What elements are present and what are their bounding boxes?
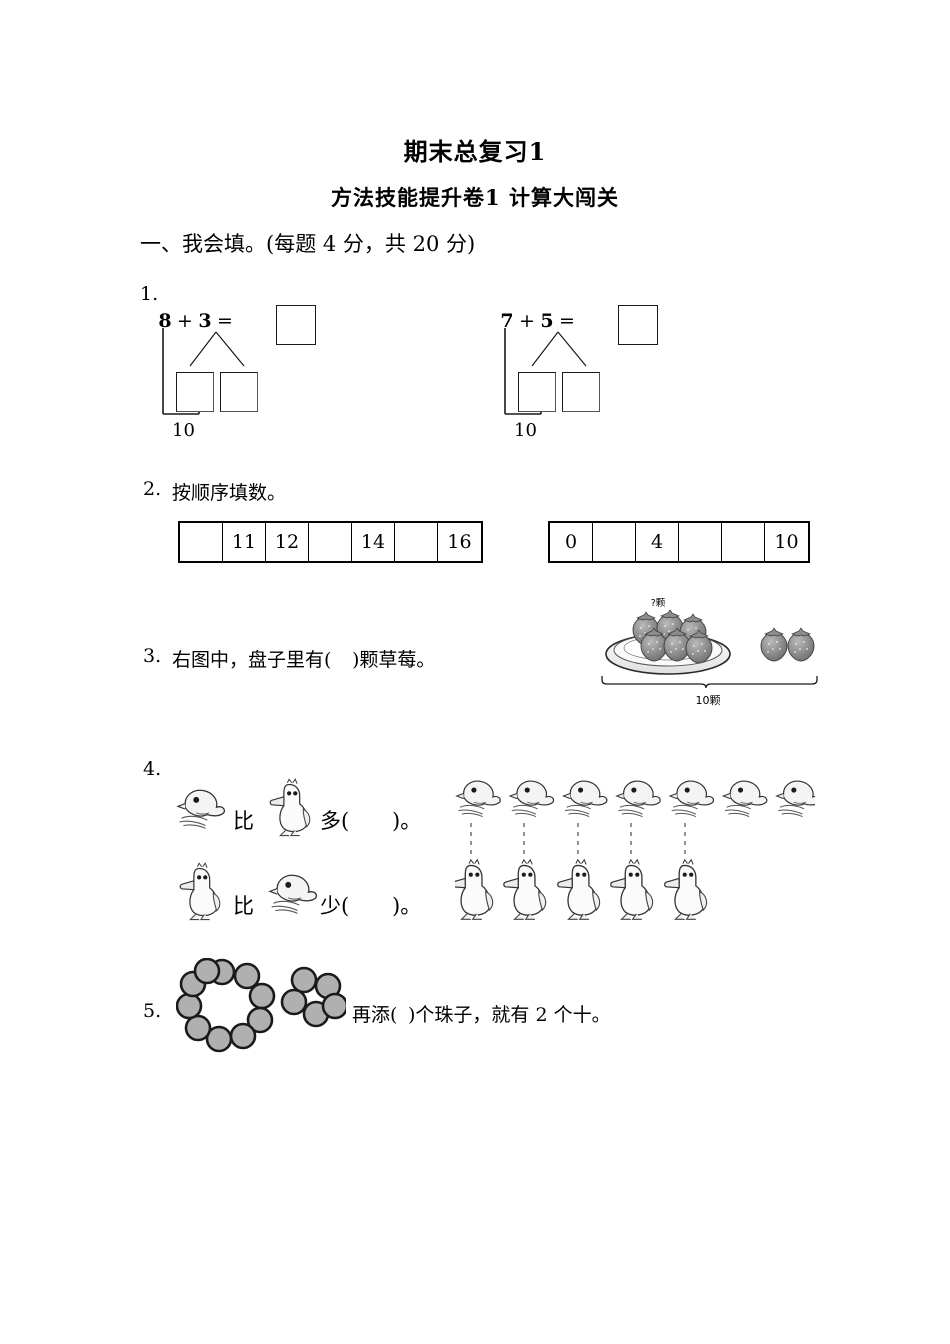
bead-ring [175, 957, 276, 1053]
make-ten-diagram-2: 7+5= 10 [500, 305, 740, 450]
relation-word-1: 多( [320, 809, 350, 833]
equals-sign: = [559, 310, 575, 332]
strip-cell[interactable] [395, 523, 438, 561]
duck-row [450, 859, 708, 921]
sum-answer-box-1[interactable] [276, 305, 316, 345]
duck-icon [269, 778, 311, 837]
part-box-right-2[interactable] [562, 372, 600, 412]
make-ten-expression-1: 8+3= [158, 310, 238, 332]
addend-1: 8 [158, 310, 172, 332]
page-subtitle: 方法技能提升卷1 计算大闯关 [331, 185, 619, 210]
addend-2: 3 [198, 310, 212, 332]
problem-5-text: 再添( [352, 1004, 398, 1026]
ten-label-1: 10 [172, 420, 195, 441]
problem-3-text-after: )颗草莓。 [352, 649, 436, 671]
strip-cell[interactable]: 11 [223, 523, 266, 561]
problem-3-number: 3. [143, 645, 162, 667]
plus-sign: + [519, 310, 535, 332]
addend-1: 7 [500, 310, 514, 332]
compare-word-2: 比 [233, 894, 254, 918]
match-lines [470, 823, 686, 854]
strip-cell[interactable]: 12 [266, 523, 309, 561]
strawberry-svg: ?颗 10颗 [601, 598, 818, 707]
strip-cell[interactable]: 0 [550, 523, 593, 561]
strip-cell[interactable] [722, 523, 765, 561]
plate-strawberries [632, 609, 713, 664]
problem-3-text-before: 右图中，盘子里有( [172, 649, 332, 671]
make-ten-diagram-1: 8+3= 10 [158, 305, 398, 450]
total-count-label: 10颗 [696, 694, 721, 707]
strip-cell[interactable] [180, 523, 223, 561]
problem-5-number: 5. [143, 1000, 162, 1022]
section-heading: 一、我会填。(每题 4 分，共 20 分) [140, 232, 476, 256]
plate-count-label: ?颗 [651, 598, 666, 609]
plus-sign: + [177, 310, 193, 332]
strawberry-illustration: ?颗 10颗 [596, 592, 826, 714]
problem-5-text-after: )个珠子，就有 2 个十。 [408, 1004, 611, 1026]
page-title: 期末总复习1 [403, 137, 547, 166]
make-ten-expression-2: 7+5= [500, 310, 580, 332]
strip-cell[interactable] [679, 523, 722, 561]
problem-2-prompt: 按顺序填数。 [172, 482, 287, 504]
relation-word-2: 少( [320, 894, 350, 918]
strip-cell[interactable]: 4 [636, 523, 679, 561]
ten-label-2: 10 [514, 420, 537, 441]
addend-2: 5 [540, 310, 554, 332]
closing-paren-1: )。 [392, 809, 422, 833]
strip-cell[interactable] [309, 523, 352, 561]
chick-icon [176, 789, 225, 829]
number-strip-2: 0 4 10 [548, 521, 810, 563]
strip-cell[interactable]: 10 [774, 531, 799, 553]
sum-answer-box-2[interactable] [618, 305, 658, 345]
problem-1-number: 1. [140, 283, 159, 305]
number-strip-1: 11 12 14 16 [178, 521, 483, 563]
equals-sign: = [217, 310, 233, 332]
strip-cell[interactable] [593, 523, 636, 561]
bead-illustration [175, 957, 349, 1054]
closing-paren-2: )。 [392, 894, 422, 918]
outside-strawberries [760, 627, 815, 662]
chick-icon [268, 874, 317, 914]
problem-4-number: 4. [143, 758, 162, 780]
bead-cluster [280, 966, 349, 1028]
part-box-right-1[interactable] [220, 372, 258, 412]
bead-svg [175, 957, 349, 1053]
strip-cell[interactable]: 16 [447, 531, 472, 553]
compare-word-1: 比 [233, 809, 254, 833]
strip-cell[interactable]: 14 [352, 523, 395, 561]
bird-matching-svg [450, 780, 821, 921]
bird-matching-illustration [450, 778, 821, 948]
problem-2-number: 2. [143, 478, 162, 500]
part-box-left-1[interactable] [176, 372, 214, 412]
duck-icon [179, 862, 221, 921]
total-brace [601, 676, 818, 689]
part-box-left-2[interactable] [518, 372, 556, 412]
chick-row [456, 780, 821, 818]
